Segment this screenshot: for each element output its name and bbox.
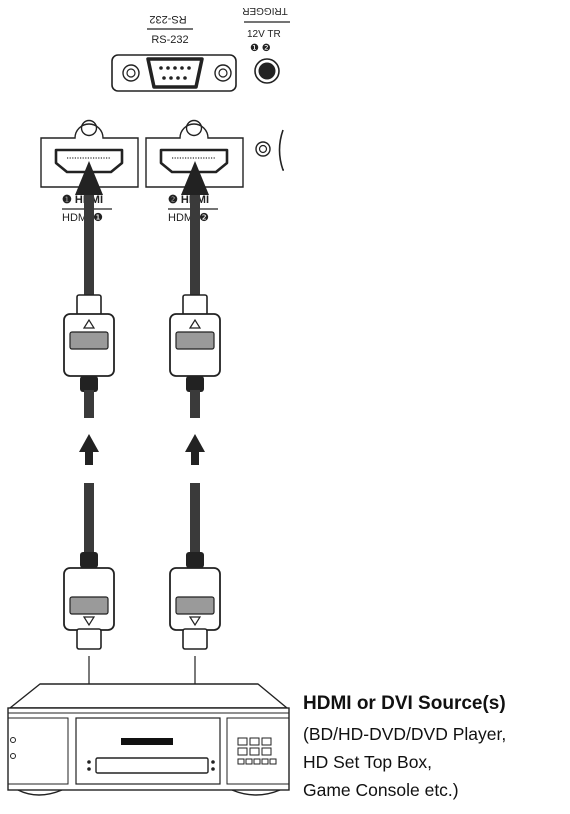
cable2-arrowhead-mid [185,434,205,452]
cable2-upper-tip [182,294,208,316]
cable2-lower-triangle [188,616,202,627]
cable2-lower-tip [182,628,208,650]
cable2-upper-triangle [188,318,202,329]
trigger-label: 12V TR [247,29,281,40]
rs232-label-mirrored: RS-232 [149,13,186,25]
device-top [9,683,288,709]
hdmi1-socket [54,148,124,174]
source-desc-line-2: HD Set Top Box, [303,752,433,772]
rs232-port-group: RS-232 RS-232 [111,13,237,92]
cable1-lower-shaft [84,483,94,553]
hdmi-cable-1 [63,161,115,684]
device-disc-tray [95,757,209,774]
hdmi2-label-mirrored: ❷ HDMI [168,194,209,206]
cable2-lower-shaft [190,483,200,553]
cable2-arrowhead-top [181,161,209,195]
trigger-port-group: TRIGGER 12V TR ❶ ❷ [242,5,290,84]
cable1-upper-triangle [82,318,96,329]
cable1-lower-strain-relief [80,552,98,568]
cable1-arrowhead-mid [79,434,99,452]
rs232-pins [159,66,191,80]
cable1-upper-band [69,331,109,350]
source-title: HDMI or DVI Source(s) [303,693,506,714]
hdmi1-mount-hole [80,119,98,137]
hdmi1-label: HDMI ❶ [62,212,103,224]
device-right-panel [226,717,290,785]
cable1-lower-triangle [82,616,96,627]
cable1-arrowhead-top [75,161,103,195]
cable1-upper-strain-relief [80,376,98,392]
device-body [7,707,290,791]
cable1-lower-tip [76,628,102,650]
device-button-grid [237,737,277,765]
partial-port-right [255,129,284,171]
trigger-numbers: ❶ ❷ [250,43,271,54]
device-left-panel [7,717,69,785]
trigger-jack [254,58,280,84]
source-device [7,683,290,796]
hdmi2-label: HDMI ❷ [168,212,209,224]
device-display [121,738,173,745]
hdmi2-bezel [145,123,244,188]
rs232-bezel [111,54,237,92]
source-desc-line-3: Game Console etc.) [303,780,459,800]
rs232-screw-left [122,64,140,82]
device-foot-right [231,789,281,796]
cable1-upper-shaft [84,190,94,296]
cable1-lower-band [69,596,109,615]
hdmi-cable-2 [169,161,221,684]
cable2-lower-band [175,596,215,615]
cable2-upper-shaft [190,190,200,296]
hdmi1-bezel [40,123,139,188]
cable2-lower-strain-relief [186,552,204,568]
source-desc-line-1: (BD/HD-DVD/DVD Player, [303,724,507,744]
hdmi2-socket [159,148,229,174]
rs232-db9-connector [146,57,204,89]
rs232-label: RS-232 [151,34,188,46]
cable2-upper-strain-relief [186,376,204,392]
device-center-panel [75,717,221,785]
cable1-upper-tip [76,294,102,316]
hdmi1-label-mirrored: ❶ HDMI [62,194,103,206]
rs232-screw-right [214,64,232,82]
device-foot-left [17,789,63,796]
hdmi2-mount-hole [185,119,203,137]
cable2-upper-band [175,331,215,350]
trigger-label-mirrored: TRIGGER [242,5,288,16]
